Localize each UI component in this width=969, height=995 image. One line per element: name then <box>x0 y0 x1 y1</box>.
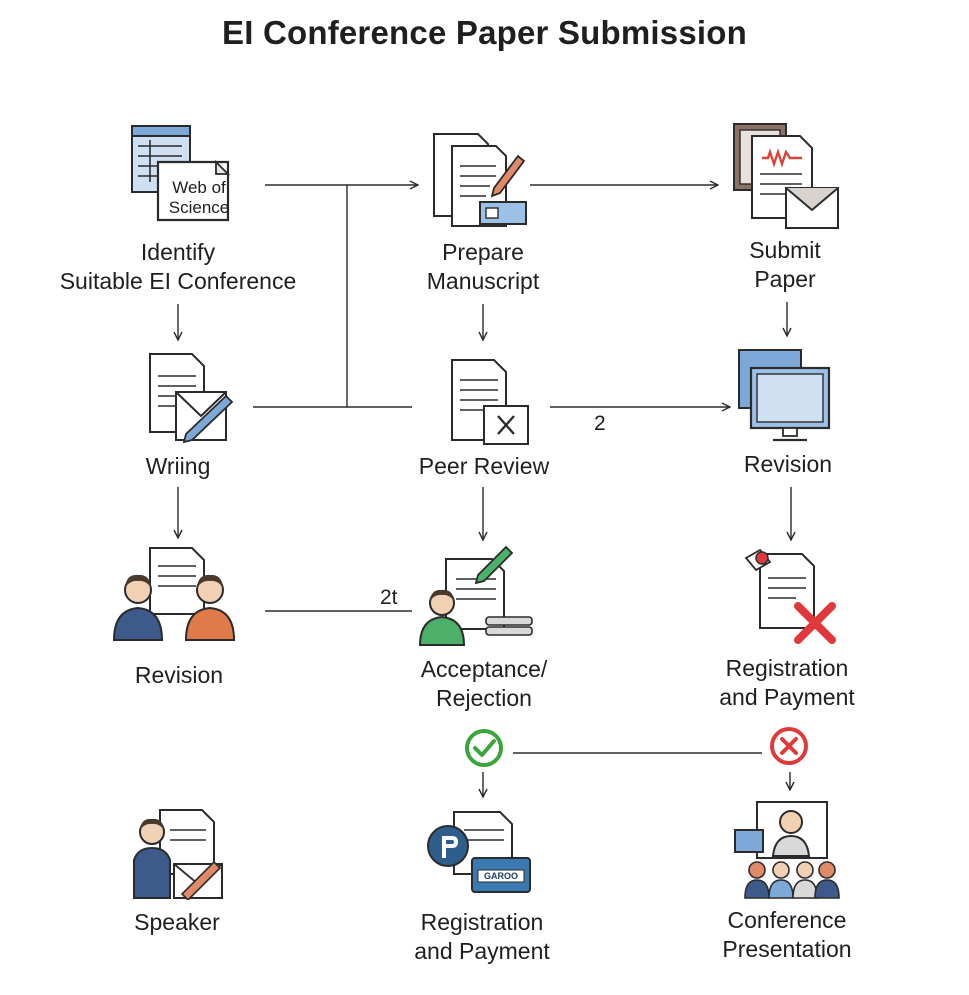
revision-left-line1: Revision <box>134 662 224 688</box>
acceptance-line2: Rejection <box>436 685 532 711</box>
wos-line1: Web of <box>172 178 226 197</box>
submit-line1: Submit <box>749 237 821 263</box>
registration-right-label: Registration and Payment <box>692 654 882 712</box>
manuscript-pen-icon <box>433 133 527 227</box>
payment-card-icon <box>427 811 531 893</box>
registration-right-line1: Registration <box>725 655 849 681</box>
payment-card-text: GAROO <box>483 871 518 881</box>
revision-right-line1: Revision <box>743 451 833 477</box>
submit-line2: Paper <box>754 266 816 292</box>
decision-reviewer-icon <box>418 545 533 646</box>
identify-line2: Suitable EI Conference <box>59 268 297 294</box>
rejected-cross-icon <box>770 727 808 765</box>
submit-paper-label: Submit Paper <box>690 236 880 294</box>
prepare-manuscript-label: Prepare Manuscript <box>383 238 583 296</box>
peer-review-document-icon <box>451 359 529 445</box>
writing-envelope-icon <box>149 353 234 444</box>
presentation-line2: Presentation <box>722 936 852 962</box>
registration-bottom-line1: Registration <box>420 909 544 935</box>
speaker-person-icon <box>133 809 223 900</box>
wos-line2: Science <box>168 198 230 217</box>
monitor-icon <box>738 349 831 442</box>
identify-conference-label: Identify Suitable EI Conference <box>28 238 328 296</box>
registration-bottom-line2: and Payment <box>414 938 550 964</box>
collaborators-icon <box>112 547 236 641</box>
rejected-document-icon <box>744 548 836 644</box>
submit-paper-icon <box>733 123 839 229</box>
spreadsheet-document-icon <box>131 125 231 222</box>
edge-label-peer-revision: 2 <box>594 412 606 435</box>
identify-line1: Identify <box>140 239 216 265</box>
peer-review-label: Peer Review <box>384 452 584 481</box>
accepted-check-icon <box>465 729 503 767</box>
registration-right-line2: and Payment <box>719 684 855 710</box>
writing-line1: Wriing <box>145 453 211 479</box>
prepare-line2: Manuscript <box>426 268 540 294</box>
conference-presentation-label: Conference Presentation <box>680 906 894 964</box>
peer-review-line1: Peer Review <box>418 453 550 479</box>
acceptance-rejection-label: Acceptance/ Rejection <box>384 655 584 713</box>
registration-bottom-label: Registration and Payment <box>382 908 582 966</box>
presentation-line1: Conference <box>727 907 847 933</box>
writing-label: Wriing <box>98 452 258 481</box>
web-of-science-label: Web of Science <box>159 178 239 218</box>
speaker-label: Speaker <box>97 908 257 937</box>
diagram-title: EI Conference Paper Submission <box>222 14 747 51</box>
speaker-line1: Speaker <box>134 909 220 935</box>
prepare-line1: Prepare <box>442 239 524 265</box>
revision-left-label: Revision <box>99 661 259 690</box>
edge-label-revision-acceptance: 2t <box>380 586 398 609</box>
acceptance-line1: Acceptance/ <box>420 656 548 682</box>
presentation-audience-icon <box>734 801 840 899</box>
revision-right-label: Revision <box>708 450 868 479</box>
